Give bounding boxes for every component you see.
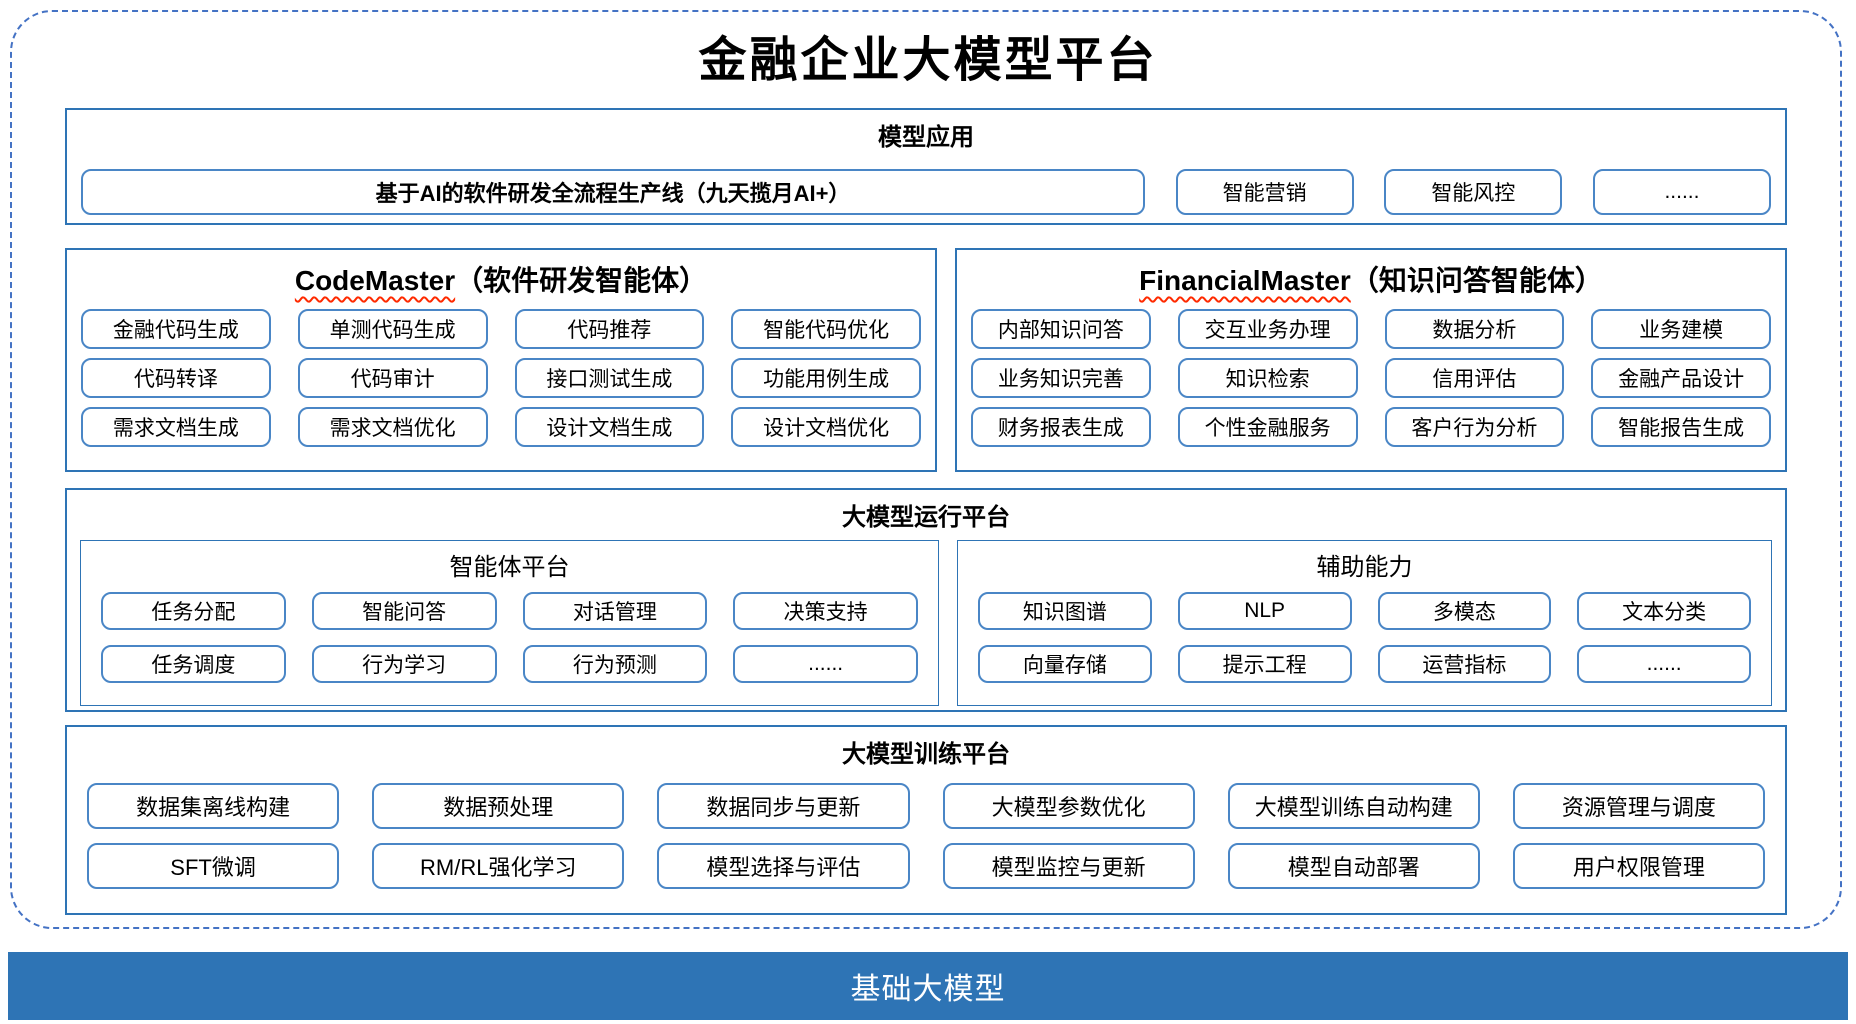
- app-item-risk-control: 智能风控: [1384, 169, 1563, 215]
- auxiliary-capability-panel: 辅助能力 知识图谱 NLP 多模态 文本分类 向量存储 提示工程: [957, 540, 1772, 706]
- runtime-capability-item: 决策支持: [733, 592, 918, 630]
- capability-item: 金融产品设计: [1591, 358, 1771, 398]
- codemaster-capability-grid: 金融代码生成 单测代码生成 代码推荐 智能代码优化 代码转译 代码审计 接口测试…: [81, 309, 921, 447]
- codemaster-name-zh: （软件研发智能体）: [455, 265, 708, 296]
- runtime-capability-item: NLP: [1177, 592, 1352, 630]
- capability-item: 需求文档生成: [81, 407, 271, 447]
- runtime-capability-item: 智能问答: [311, 592, 497, 630]
- capability-item: 财务报表生成: [971, 407, 1151, 447]
- capability-item: 数据分析: [1384, 309, 1565, 349]
- app-item-marketing: 智能营销: [1175, 169, 1354, 215]
- training-item: 数据集离线构建: [87, 783, 340, 829]
- auxiliary-capability-grid: 知识图谱 NLP 多模态 文本分类 向量存储 提示工程 运营指标 ......: [978, 592, 1751, 683]
- codemaster-title: CodeMaster（软件研发智能体）: [67, 259, 935, 299]
- capability-item: 接口测试生成: [514, 358, 705, 398]
- financialmaster-name-zh: （知识问答智能体）: [1350, 265, 1603, 296]
- financialmaster-title: FinancialMaster（知识问答智能体）: [957, 259, 1785, 299]
- capability-item: 交互业务办理: [1177, 309, 1358, 349]
- section-training-platform: 大模型训练平台 数据集离线构建 数据预处理 数据同步与更新 大模型参数优化 大模…: [65, 725, 1787, 915]
- capability-item: 代码审计: [297, 358, 488, 398]
- runtime-panels: 智能体平台 任务分配 智能问答 对话管理 决策支持 任务调度 行为学习: [80, 540, 1772, 706]
- training-item: 资源管理与调度: [1512, 783, 1765, 829]
- model-applications-header: 模型应用: [878, 124, 974, 151]
- capability-item: 知识检索: [1177, 358, 1358, 398]
- capability-item: 智能报告生成: [1591, 407, 1771, 447]
- runtime-capability-item: 任务分配: [101, 592, 286, 630]
- training-item: 数据预处理: [372, 783, 625, 829]
- runtime-capability-item: ......: [733, 645, 918, 683]
- training-grid: 数据集离线构建 数据预处理 数据同步与更新 大模型参数优化 大模型训练自动构建 …: [87, 783, 1765, 889]
- training-item: 模型选择与评估: [657, 843, 910, 889]
- capability-item: 信用评估: [1384, 358, 1565, 398]
- section-model-applications: 模型应用 基于AI的软件研发全流程生产线（九天揽月AI+） 智能营销 智能风控 …: [65, 108, 1787, 225]
- training-item: 模型自动部署: [1227, 843, 1480, 889]
- capability-item: 业务知识完善: [971, 358, 1151, 398]
- training-item: RM/RL强化学习: [372, 843, 625, 889]
- runtime-capability-item: 文本分类: [1577, 592, 1751, 630]
- codemaster-name-en: CodeMaster: [294, 265, 456, 296]
- capability-item: 智能代码优化: [731, 309, 921, 349]
- capability-item: 代码推荐: [514, 309, 705, 349]
- capability-item: 功能用例生成: [731, 358, 921, 398]
- runtime-capability-item: 提示工程: [1177, 645, 1352, 683]
- foundation-bar: 基础大模型: [8, 952, 1848, 1020]
- financialmaster-name-en: FinancialMaster: [1139, 265, 1351, 296]
- capability-item: 客户行为分析: [1384, 407, 1565, 447]
- capability-item: 单测代码生成: [297, 309, 488, 349]
- runtime-capability-item: ......: [1577, 645, 1751, 683]
- agent-platform-panel: 智能体平台 任务分配 智能问答 对话管理 决策支持 任务调度 行为学习: [80, 540, 939, 706]
- agents-row: CodeMaster（软件研发智能体） 金融代码生成 单测代码生成 代码推荐 智…: [65, 248, 1787, 472]
- financialmaster-capability-grid: 内部知识问答 交互业务办理 数据分析 业务建模 业务知识完善 知识检索 信用评估…: [971, 309, 1771, 447]
- app-item-ellipsis: ......: [1592, 169, 1771, 215]
- capability-item: 需求文档优化: [297, 407, 488, 447]
- foundation-label: 基础大模型: [850, 973, 1006, 1006]
- runtime-capability-item: 知识图谱: [978, 592, 1152, 630]
- page-title: 金融企业大模型平台: [698, 32, 1158, 88]
- training-platform-header: 大模型训练平台: [842, 741, 1010, 768]
- runtime-platform-header: 大模型运行平台: [842, 504, 1010, 531]
- capability-item: 设计文档生成: [514, 407, 705, 447]
- agent-platform-grid: 任务分配 智能问答 对话管理 决策支持 任务调度 行为学习 行为预测 ....: [101, 592, 918, 683]
- training-item: 模型监控与更新: [942, 843, 1195, 889]
- runtime-capability-item: 运营指标: [1377, 645, 1552, 683]
- section-financialmaster: FinancialMaster（知识问答智能体） 内部知识问答 交互业务办理 数…: [955, 248, 1787, 472]
- capability-item: 内部知识问答: [971, 309, 1151, 349]
- auxiliary-capability-header: 辅助能力: [1316, 554, 1413, 581]
- app-pipeline-box: 基于AI的软件研发全流程生产线（九天揽月AI+）: [81, 169, 1145, 215]
- section-codemaster: CodeMaster（软件研发智能体） 金融代码生成 单测代码生成 代码推荐 智…: [65, 248, 937, 472]
- training-item: 用户权限管理: [1512, 843, 1765, 889]
- runtime-capability-item: 行为预测: [522, 645, 708, 683]
- model-applications-row: 基于AI的软件研发全流程生产线（九天揽月AI+） 智能营销 智能风控 .....…: [81, 169, 1771, 215]
- agent-platform-header: 智能体平台: [449, 554, 570, 581]
- runtime-capability-item: 多模态: [1377, 592, 1552, 630]
- capability-item: 个性金融服务: [1177, 407, 1358, 447]
- capability-item: 代码转译: [81, 358, 271, 398]
- runtime-capability-item: 任务调度: [101, 645, 286, 683]
- runtime-capability-item: 向量存储: [978, 645, 1152, 683]
- training-item: SFT微调: [87, 843, 340, 889]
- training-item: 数据同步与更新: [657, 783, 910, 829]
- runtime-capability-item: 对话管理: [522, 592, 708, 630]
- runtime-capability-item: 行为学习: [311, 645, 497, 683]
- capability-item: 设计文档优化: [731, 407, 921, 447]
- outer-dashed-border: [10, 10, 1842, 929]
- training-item: 大模型参数优化: [942, 783, 1195, 829]
- capability-item: 金融代码生成: [81, 309, 271, 349]
- section-runtime-platform: 大模型运行平台 智能体平台 任务分配 智能问答 对话管理 决策支持 任务调度: [65, 488, 1787, 712]
- training-item: 大模型训练自动构建: [1227, 783, 1480, 829]
- capability-item: 业务建模: [1591, 309, 1771, 349]
